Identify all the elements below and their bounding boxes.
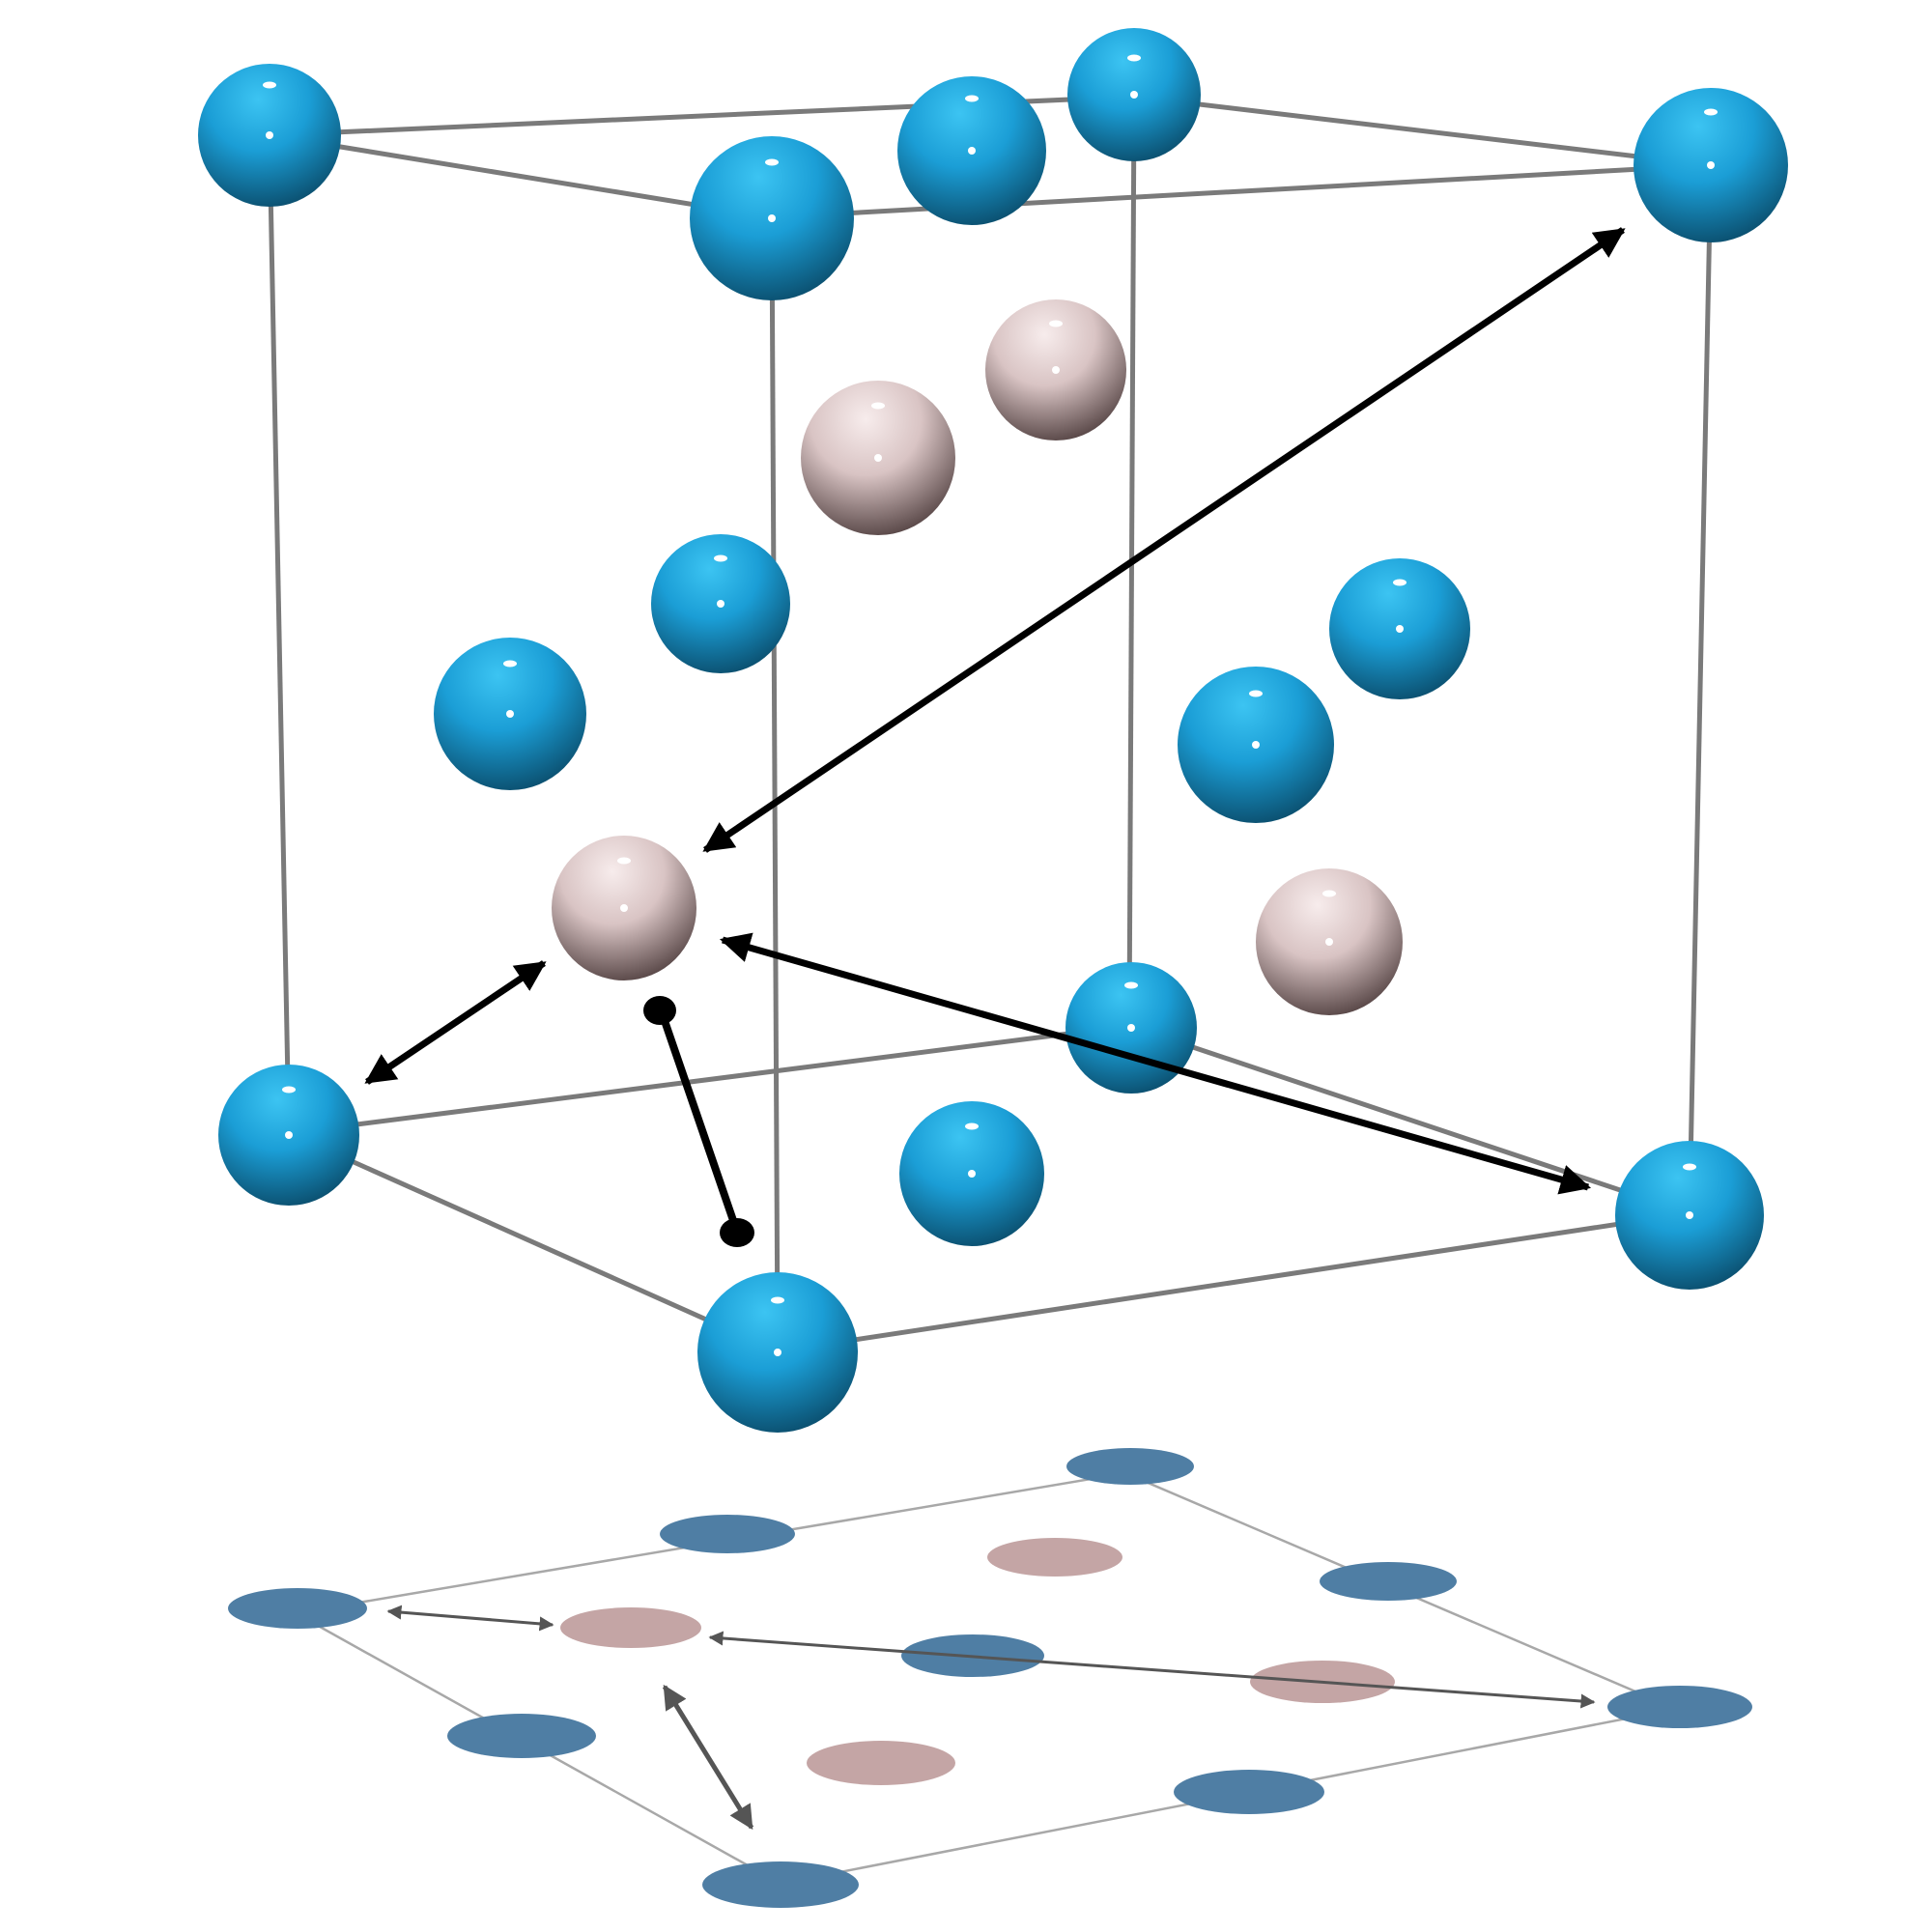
- host-atom: [1634, 88, 1788, 242]
- host-atom: [434, 638, 586, 790]
- cell-edge: [267, 134, 292, 1134]
- projection-host-atom: [1066, 1448, 1194, 1485]
- projection-arrow: [708, 1631, 1596, 1709]
- host-atom: [897, 76, 1046, 225]
- projection-arrow: [662, 1684, 754, 1831]
- projection-arrow: [386, 1605, 554, 1632]
- projection-interstitial-atom: [807, 1741, 955, 1785]
- dumbbell-link: [643, 996, 754, 1247]
- arrows: [364, 227, 1626, 1247]
- projection-host-atom: [1174, 1770, 1324, 1814]
- host-atom: [697, 1272, 858, 1433]
- interstitial-atom: [985, 299, 1126, 440]
- interstitial-atom: [552, 836, 696, 980]
- double-headed-arrow: [364, 960, 547, 1085]
- floor-projection: [228, 1448, 1752, 1908]
- atoms: [198, 28, 1788, 1433]
- projection-interstitial-atom: [987, 1538, 1122, 1577]
- projection-interstitial-atom: [560, 1607, 701, 1648]
- host-atom: [1178, 667, 1334, 823]
- cell-edge: [1687, 164, 1714, 1214]
- double-headed-arrow: [702, 227, 1626, 853]
- cell-edge: [777, 1210, 1690, 1354]
- projection-host-atom: [702, 1861, 859, 1908]
- host-atom: [651, 534, 790, 673]
- cell-edge: [1128, 1023, 1690, 1216]
- interstitial-atom: [801, 381, 955, 535]
- host-atom: [1615, 1141, 1764, 1290]
- host-atom: [899, 1101, 1044, 1246]
- cell-edge: [287, 1130, 780, 1354]
- interstitial-atom: [1256, 868, 1403, 1015]
- projection-host-atom: [660, 1515, 795, 1553]
- host-atom: [690, 136, 854, 300]
- projection-host-atom: [1320, 1562, 1457, 1601]
- cell-edge: [769, 216, 781, 1352]
- host-atom: [1329, 558, 1470, 699]
- host-atom: [1067, 28, 1201, 161]
- projection-host-atom: [447, 1714, 596, 1758]
- cell-edge: [269, 132, 773, 220]
- projection-cell-outline: [292, 1471, 1681, 1886]
- double-headed-arrow: [719, 932, 1592, 1195]
- projection-host-atom: [228, 1588, 367, 1629]
- cell-edge: [1133, 94, 1712, 168]
- host-atom: [218, 1065, 359, 1206]
- projection-host-atom: [1607, 1686, 1752, 1728]
- host-atom: [1065, 962, 1197, 1094]
- host-atom: [198, 64, 341, 207]
